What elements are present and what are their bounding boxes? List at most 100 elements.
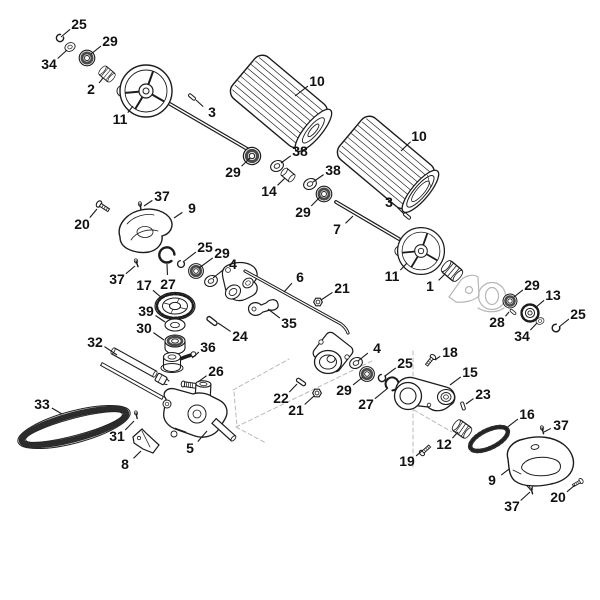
part-label-38: 38 (292, 143, 308, 159)
leader-line-1 (438, 273, 446, 281)
snap-ring-25 (377, 373, 387, 383)
leader-line-11 (399, 262, 408, 271)
leader-line-4 (357, 352, 369, 362)
leader-line-23 (465, 398, 474, 405)
leader-line-28 (505, 311, 510, 317)
leader-line-25 (182, 251, 197, 263)
leader-line-27 (374, 387, 389, 400)
part-label-20: 20 (550, 489, 566, 505)
leader-line-33 (51, 407, 63, 415)
part-label-21: 21 (334, 280, 350, 296)
part-label-28: 28 (489, 314, 505, 330)
leader-line-38 (280, 155, 292, 164)
part-label-25: 25 (397, 355, 413, 371)
part-label-10: 10 (411, 128, 427, 144)
leader-line-14 (277, 177, 286, 186)
leader-lines (51, 28, 576, 501)
cover-9-left (118, 208, 173, 254)
leader-line-19 (415, 449, 424, 457)
sprocket-13 (520, 303, 540, 323)
leader-line-15 (449, 376, 462, 386)
parts-artwork (17, 32, 585, 495)
bearing-29 (314, 184, 334, 204)
leader-line-3 (397, 207, 405, 215)
part-label-29: 29 (102, 33, 118, 49)
clutch-drum-11-left (116, 64, 173, 118)
part-label-22: 22 (273, 390, 289, 406)
part-label-7: 7 (333, 221, 341, 237)
leader-line-3 (195, 99, 204, 108)
part-label-37: 37 (109, 271, 125, 287)
part-label-30: 30 (136, 320, 152, 336)
control-rod-6 (243, 269, 350, 335)
pin-28 (509, 308, 517, 316)
part-label-8: 8 (121, 456, 129, 472)
leader-line-20 (89, 208, 98, 218)
lever-35 (247, 299, 279, 316)
leader-line-13 (534, 299, 545, 309)
ghost-mounting-clamp (448, 274, 507, 313)
part-label-39: 39 (138, 303, 154, 319)
part-label-29: 29 (295, 204, 311, 220)
leader-line-10 (294, 85, 309, 97)
leader-line-39 (155, 315, 166, 323)
leader-line-34 (57, 49, 68, 59)
part-label-15: 15 (462, 364, 478, 380)
leader-line-34 (529, 322, 538, 331)
leader-line-20 (566, 484, 576, 493)
leader-line-30 (153, 332, 165, 341)
part-label-34: 34 (41, 56, 57, 72)
part-label-2: 2 (87, 81, 95, 97)
part-label-25: 25 (71, 16, 87, 32)
pin-22 (295, 376, 307, 388)
nut-21 (312, 388, 322, 398)
pin-3 (187, 92, 197, 102)
washer-39 (164, 318, 186, 332)
part-label-26: 26 (208, 363, 224, 379)
washer-4 (202, 272, 220, 290)
part-label-9: 9 (188, 200, 196, 216)
screw-18 (423, 352, 438, 368)
part-label-37: 37 (154, 188, 170, 204)
shaft-3 (168, 102, 251, 152)
part-label-11: 11 (113, 111, 128, 127)
leader-line-37 (520, 491, 531, 501)
leader-line-17 (152, 289, 163, 299)
pin-23 (459, 401, 467, 411)
construction-lines (232, 350, 453, 469)
part-label-35: 35 (281, 315, 297, 331)
leader-line-11 (127, 105, 134, 113)
leader-line-6 (283, 282, 293, 293)
screw-19 (417, 443, 433, 458)
part-label-14: 14 (261, 183, 277, 199)
leader-line-22 (288, 383, 298, 393)
part-label-20: 20 (74, 216, 90, 232)
part-label-9: 9 (488, 472, 496, 488)
part-label-6: 6 (296, 269, 304, 285)
part-label-34: 34 (514, 328, 530, 344)
screw-20 (94, 199, 112, 214)
screw-31 (133, 409, 140, 420)
leader-line-25 (384, 367, 397, 377)
part-label-29: 29 (336, 382, 352, 398)
part-label-37: 37 (504, 498, 520, 514)
screw-37 (539, 424, 546, 435)
leader-line-37 (125, 265, 136, 275)
part-label-17: 17 (136, 277, 152, 293)
pin-24 (205, 315, 219, 327)
part-label-19: 19 (399, 453, 415, 469)
leader-line-7 (345, 215, 354, 224)
leader-line-37 (543, 427, 552, 433)
leader-line-21 (320, 292, 333, 301)
bearing-30 (164, 334, 186, 355)
part-label-29: 29 (214, 245, 230, 261)
part-label-25: 25 (570, 306, 586, 322)
leader-line-29 (198, 257, 214, 269)
leader-line-32 (104, 346, 118, 356)
part-label-18: 18 (442, 344, 458, 360)
part-label-36: 36 (200, 339, 216, 355)
leader-line-9 (500, 468, 510, 476)
